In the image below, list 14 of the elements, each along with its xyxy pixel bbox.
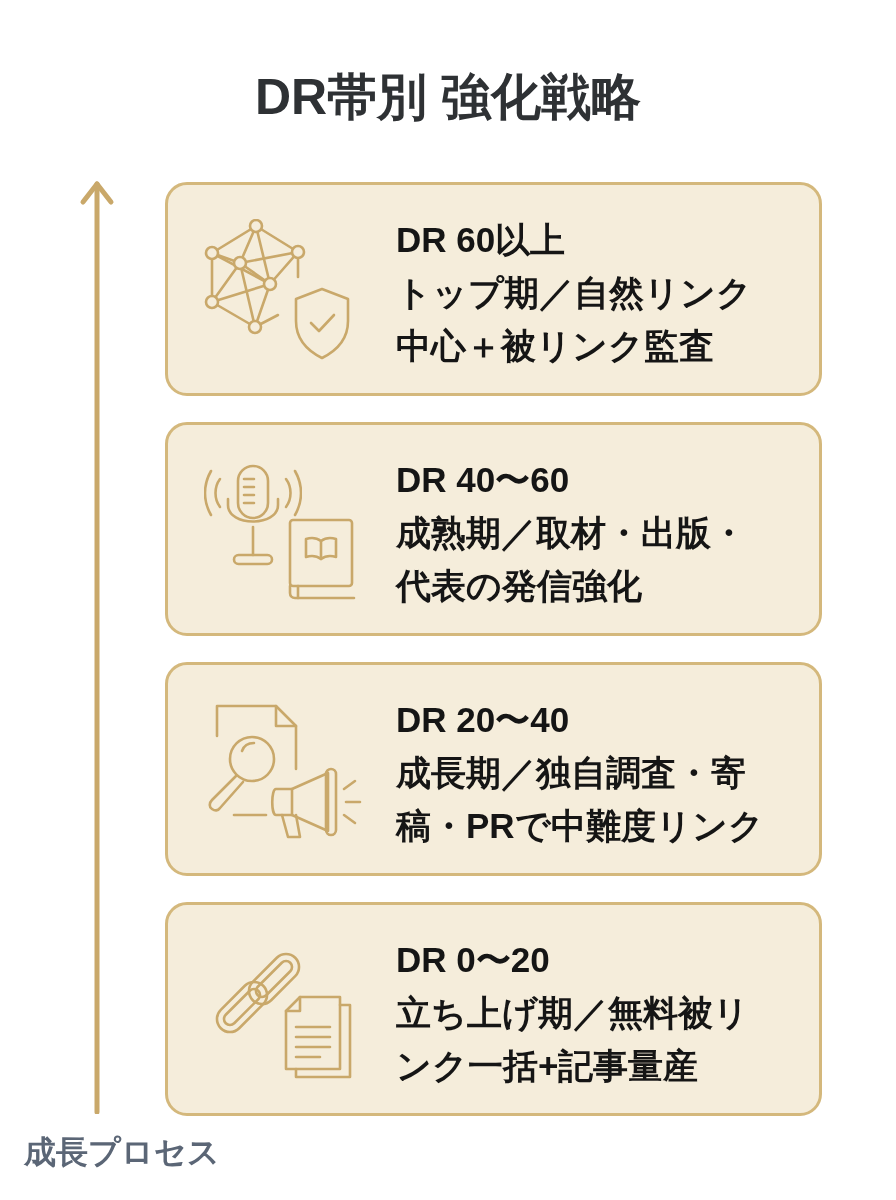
stage-description: 成熟期／取材・出版・代表の発信強化 [396, 512, 747, 607]
stage-box [165, 902, 822, 1116]
stage-box [165, 422, 822, 636]
range-heading: DR 40〜60 [396, 459, 570, 501]
stage-box [165, 182, 822, 396]
stage-description: 立ち上げ期／無料被リンク一括+記事量産 [396, 992, 750, 1087]
stage-box [165, 662, 822, 876]
diagram-title: DR帯別 強化戦略 [253, 68, 643, 127]
range-heading: DR 60以上 [396, 219, 566, 261]
axis-label: 成長プロセス [24, 1133, 220, 1172]
range-heading: DR 20〜40 [396, 699, 570, 741]
stage-description: 成長期／独自調査・寄稿・PRで中難度リンク [396, 752, 765, 847]
range-heading: DR 0〜20 [396, 939, 550, 981]
stage-description: トップ期／自然リンク中心＋被リンク監査 [396, 272, 753, 367]
